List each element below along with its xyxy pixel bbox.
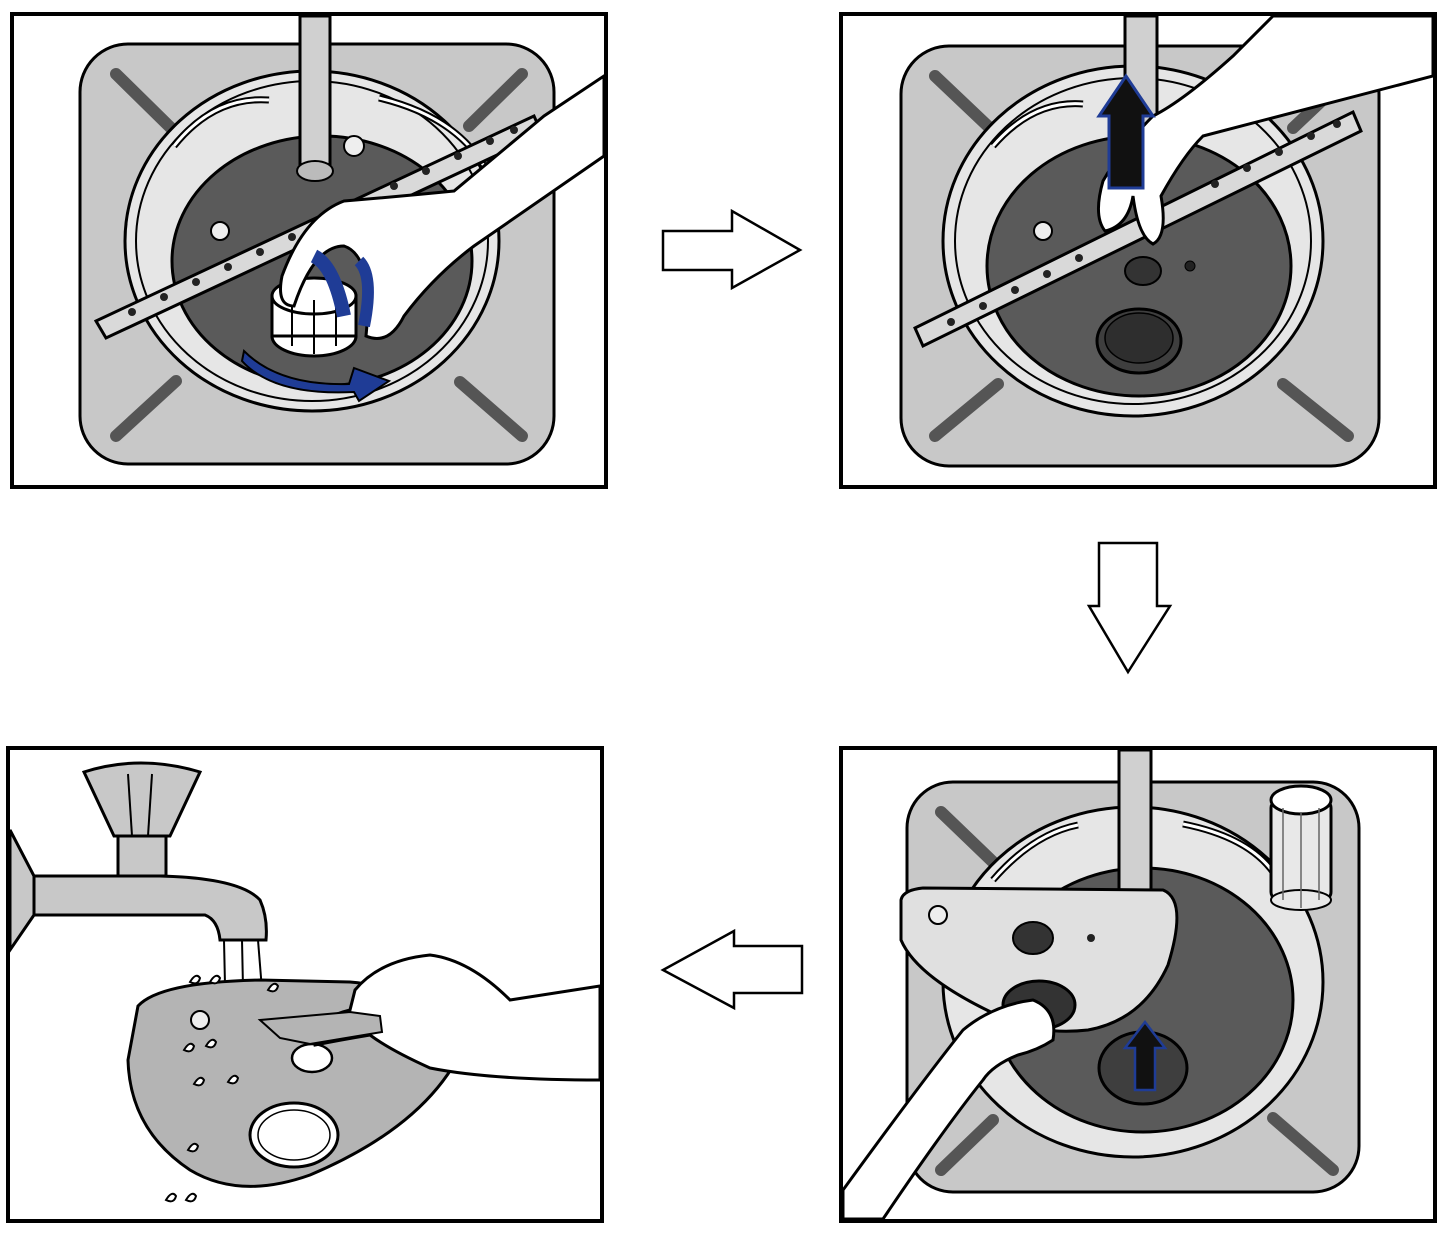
- step-2-panel: [839, 12, 1437, 489]
- step-3-panel: [839, 746, 1437, 1223]
- removed-filter-cylinder: [1269, 784, 1333, 911]
- flow-arrow-down: [1086, 541, 1173, 675]
- rotate-arrow: [240, 348, 392, 403]
- step-1-illustration: [78, 16, 604, 466]
- hand: [843, 998, 1056, 1219]
- tub-support-slots: [110, 68, 528, 442]
- hand: [279, 74, 604, 340]
- feed-pipe: [1117, 750, 1153, 892]
- spray-arm: [913, 109, 1363, 349]
- hand: [257, 953, 600, 1082]
- flow-arrow-right: [661, 208, 803, 291]
- lift-arrow: [1096, 73, 1156, 190]
- feed-pipe: [298, 16, 332, 168]
- step-4-illustration: [10, 761, 600, 1203]
- step-2-illustration: [899, 16, 1433, 468]
- lift-arrow: [1122, 1019, 1168, 1092]
- pump-hub: [1124, 256, 1162, 286]
- step-3-illustration: [843, 750, 1361, 1219]
- flow-arrow-left: [660, 928, 804, 1011]
- nozzle-cap: [210, 221, 230, 241]
- water-drops: [164, 974, 280, 1203]
- water-tap: [10, 761, 268, 953]
- tub-support-slots: [935, 806, 1339, 1176]
- step-4-panel: [6, 746, 604, 1223]
- step-1-panel: [10, 12, 608, 489]
